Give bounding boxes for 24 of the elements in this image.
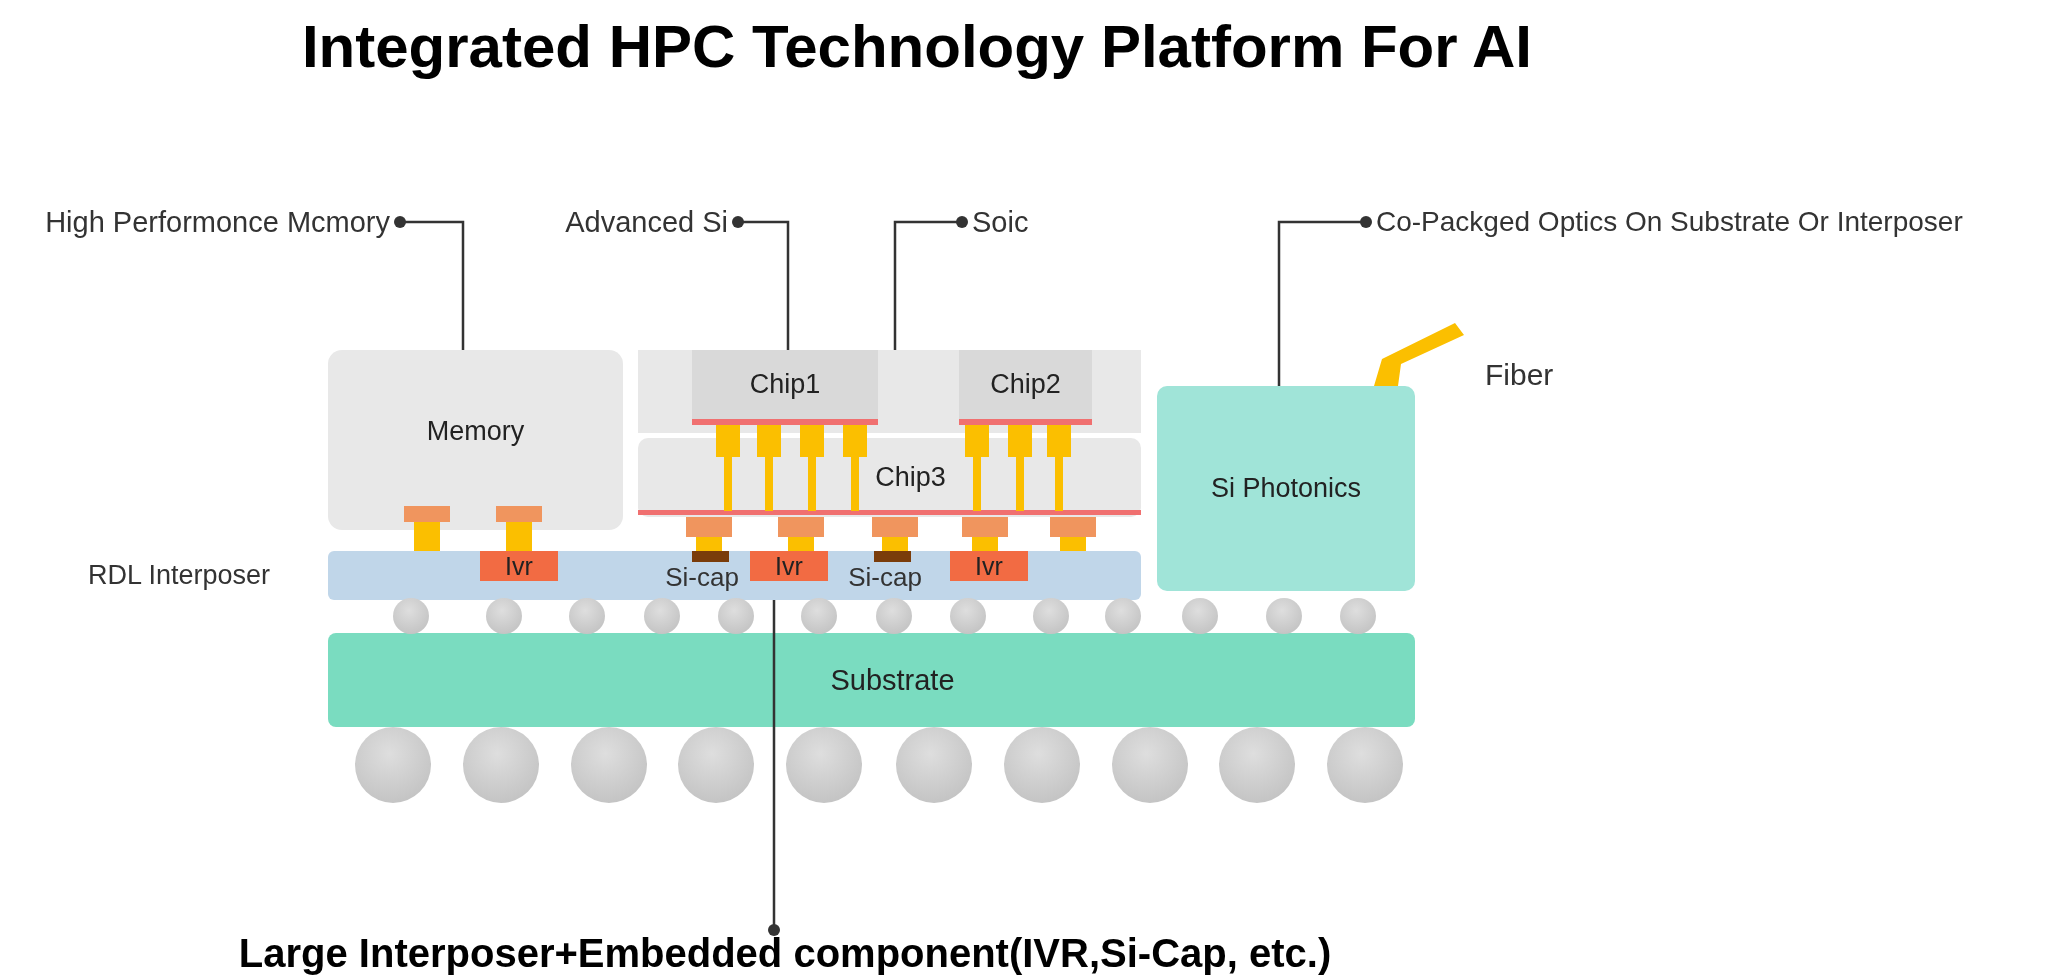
fiber-label: Fiber	[1485, 358, 1554, 392]
leader-line	[768, 600, 780, 936]
callout-label: High Performonce Mcmory	[0, 203, 400, 241]
leader-line	[893, 216, 968, 350]
substrate-layer: Substrate	[328, 633, 1415, 727]
title: Integrated HPC Technology Platform For AI	[300, 12, 1534, 81]
ivr-block: Ivr	[480, 551, 558, 581]
photonics-die: Si Photonics	[1157, 386, 1415, 591]
ivr-block: Ivr	[750, 551, 828, 581]
chip-die: Chip2	[959, 350, 1092, 419]
callout-label: Advanced Si	[530, 203, 738, 241]
callout-label: Co-Packged Optics On Substrate Or Interposer	[1366, 203, 2066, 241]
leader-line	[394, 216, 465, 350]
leader-line	[1277, 216, 1372, 386]
component-label: Si-cap	[848, 562, 922, 594]
component-label: Si-cap	[665, 562, 739, 594]
layer-label: RDL Interposer	[88, 559, 271, 592]
chip-die: Chip1	[692, 350, 878, 419]
ivr-block: Ivr	[950, 551, 1028, 581]
soic-die-layer	[638, 350, 1141, 433]
leader-line	[732, 216, 790, 350]
bottom-callout-label: Large Interposer+Embedded component(IVR,Si-Cap, etc.)	[150, 930, 1420, 976]
callout-label: Soic	[962, 203, 1052, 241]
memory-die: Memory	[328, 350, 623, 530]
